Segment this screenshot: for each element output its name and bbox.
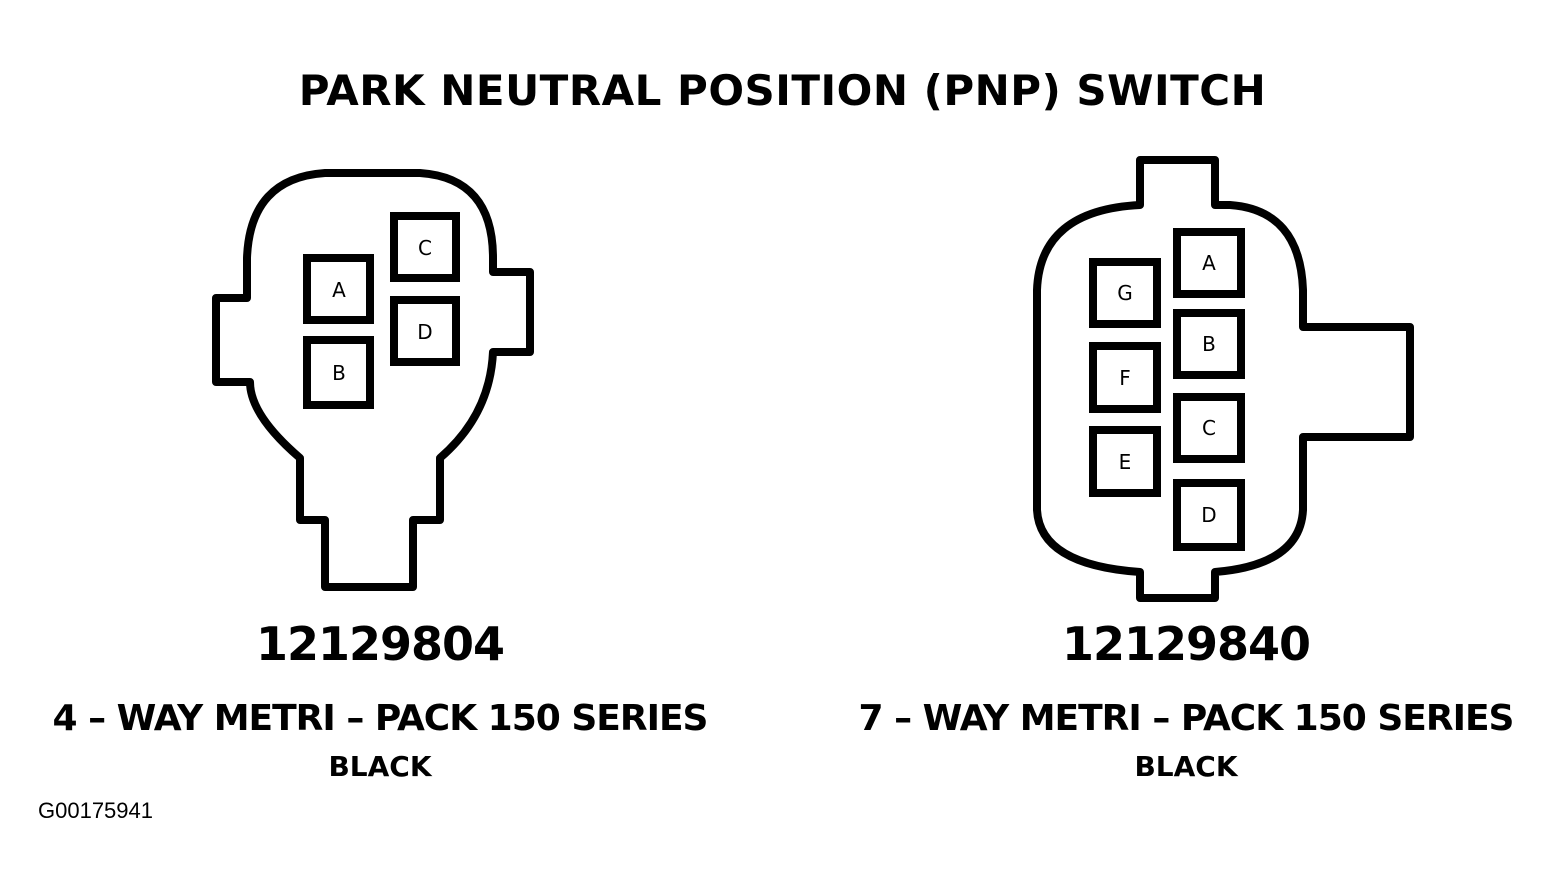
pin-7way-G	[1089, 258, 1161, 328]
part-number-4-way: 12129804	[255, 617, 505, 671]
connector-7-way-housing	[1033, 156, 1414, 602]
pin-label-7way-G: G	[1117, 281, 1133, 305]
connector-4-way	[212, 169, 534, 591]
pin-label-7way-A: A	[1202, 251, 1216, 275]
pin-7way-A	[1173, 228, 1245, 298]
pin-label-7way-E: E	[1119, 450, 1132, 474]
pin-label-4way-C: C	[418, 236, 432, 260]
color-4-way: BLACK	[328, 750, 432, 783]
pin-label-7way-D: D	[1201, 503, 1216, 527]
pin-7way-C	[1173, 393, 1245, 463]
pin-4way-A	[303, 254, 374, 324]
pin-label-4way-B: B	[332, 361, 346, 385]
connector-7-way	[1033, 156, 1414, 602]
pin-7way-E	[1089, 426, 1161, 497]
pin-label-7way-C: C	[1202, 416, 1216, 440]
pin-7way-D	[1173, 479, 1245, 551]
pin-label-4way-D: D	[417, 320, 432, 344]
pin-7way-F	[1089, 342, 1161, 413]
connector-4-way-housing	[212, 169, 534, 591]
part-number-7-way: 12129840	[1061, 617, 1311, 671]
figure-id: G00175941	[38, 798, 153, 823]
pin-label-7way-B: B	[1202, 332, 1216, 356]
color-7-way: BLACK	[1134, 750, 1238, 783]
description-4-way: 4 – WAY METRI – PACK 150 SERIES	[52, 698, 708, 739]
pin-label-4way-A: A	[332, 278, 346, 302]
diagram-title: PARK NEUTRAL POSITION (PNP) SWITCH	[298, 66, 1267, 115]
connector-7-way-pins	[1089, 228, 1245, 551]
pin-4way-D	[390, 296, 460, 366]
description-7-way: 7 – WAY METRI – PACK 150 SERIES	[858, 698, 1514, 739]
pin-4way-B	[303, 336, 374, 409]
pin-label-7way-F: F	[1119, 366, 1131, 390]
connector-4-way-pins	[303, 212, 460, 409]
pin-7way-B	[1173, 309, 1245, 379]
pin-4way-C	[390, 212, 460, 282]
